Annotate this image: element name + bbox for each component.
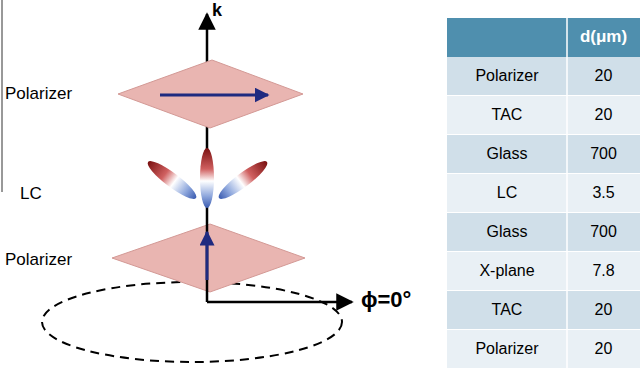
polarizer-sheet	[112, 224, 305, 292]
table-cell: 20	[567, 67, 640, 85]
table-cell: Glass	[447, 145, 567, 163]
table-cell: LC	[447, 184, 567, 202]
table-cell: 700	[567, 223, 640, 241]
table-row	[447, 291, 640, 329]
table-row	[447, 174, 640, 212]
table-row	[447, 57, 640, 95]
table-header-cell: d(μm)	[567, 27, 640, 47]
lc-molecules	[144, 148, 271, 208]
polarization-arrow	[206, 232, 209, 280]
table-header	[447, 18, 640, 57]
table-row	[447, 213, 640, 251]
edge-line	[2, 0, 3, 192]
azimuth-ellipse	[42, 282, 342, 362]
table-cell: Polarizer	[447, 67, 567, 85]
axis-label: ϕ=0°	[361, 287, 411, 312]
table-cell: X-plane	[447, 262, 567, 280]
thickness-table	[447, 18, 640, 369]
table-row	[447, 135, 640, 173]
polarizer-sheet	[118, 60, 303, 128]
lc-molecule	[215, 156, 271, 203]
table-divider	[566, 18, 568, 369]
table-cell: 20	[567, 340, 640, 358]
table-row	[447, 96, 640, 134]
table-cell: 700	[567, 145, 640, 163]
lc-molecule	[200, 148, 214, 208]
table-cell: Polarizer	[447, 340, 567, 358]
table-cell: 20	[567, 301, 640, 319]
table-cell: 20	[567, 106, 640, 124]
table-cell: TAC	[447, 106, 567, 124]
table-cell: 7.8	[567, 262, 640, 280]
table-row	[447, 252, 640, 290]
part-name: LC	[20, 184, 42, 204]
polarization-arrow	[160, 94, 268, 97]
part-name: Polarizer	[5, 250, 72, 270]
table-row	[447, 330, 640, 368]
table-cell: TAC	[447, 301, 567, 319]
table-cell: 3.5	[567, 184, 640, 202]
part-name: Polarizer	[5, 84, 72, 104]
table-cell: Glass	[447, 223, 567, 241]
phi-axis	[207, 301, 352, 304]
axis-label: k	[212, 0, 222, 21]
lc-molecule	[144, 156, 200, 203]
